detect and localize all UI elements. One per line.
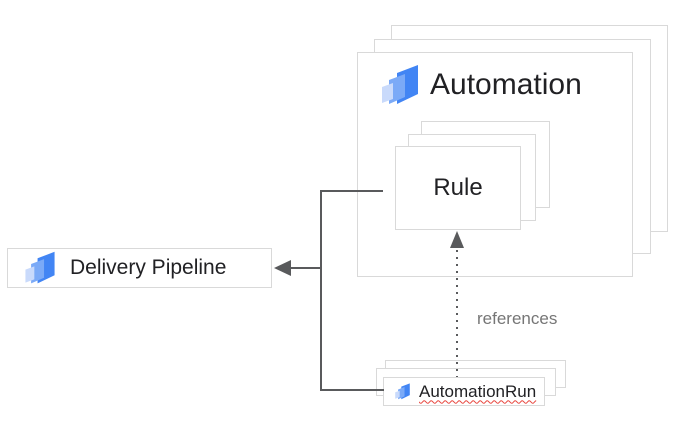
- automation-label: Automation: [430, 68, 582, 101]
- cloud-deploy-icon: [395, 383, 410, 400]
- connector-automation-run-horizontal: [320, 389, 384, 391]
- cloud-deploy-icon: [25, 251, 55, 285]
- delivery-pipeline-label: Delivery Pipeline: [70, 256, 227, 279]
- rule-node: Rule: [395, 146, 521, 230]
- connector-delivery-horizontal: [290, 267, 320, 269]
- arrowhead-to-delivery-pipeline: [274, 260, 291, 276]
- references-dotted-line: [456, 250, 458, 377]
- references-edge-label: references: [477, 309, 558, 328]
- automation-run-label: AutomationRun: [419, 381, 537, 401]
- automation-header: Automation: [382, 63, 582, 107]
- rule-label: Rule: [433, 174, 483, 201]
- connector-rule-horizontal: [320, 190, 383, 192]
- delivery-pipeline-node: Delivery Pipeline: [7, 248, 272, 288]
- arrowhead-to-rule: [450, 231, 464, 248]
- connector-trunk-vertical: [320, 190, 322, 391]
- automation-run-node: AutomationRun: [383, 377, 545, 406]
- cloud-deploy-icon: [382, 64, 418, 106]
